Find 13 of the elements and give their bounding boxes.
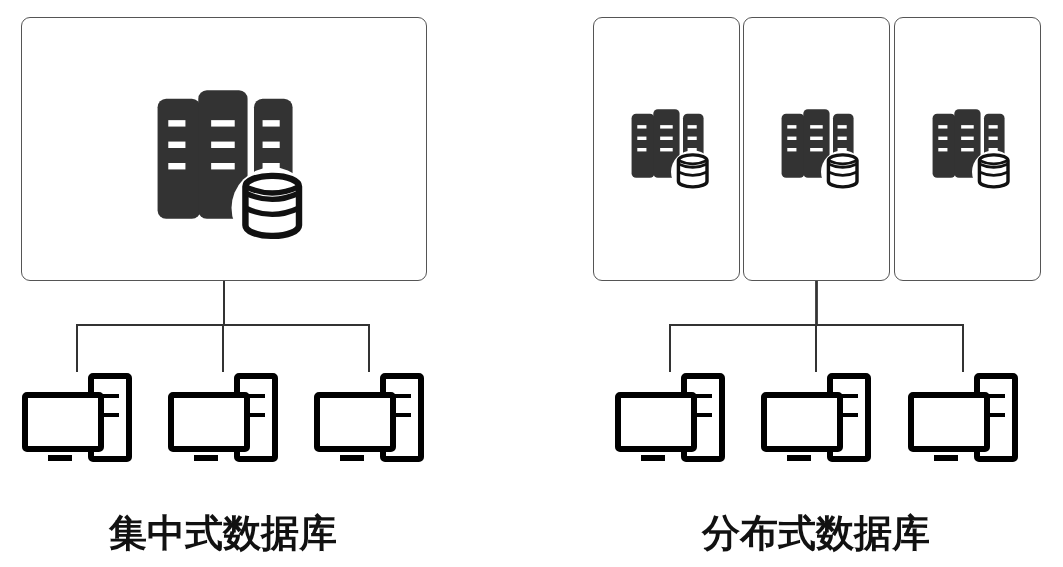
computer-icon [167,372,279,462]
computer-icon [21,372,133,462]
server-panel [743,17,890,281]
computer-icon [614,372,726,462]
server-panel [593,17,740,281]
caption: 集中式数据库 [109,510,337,557]
computer-icon [907,372,1019,462]
connector-line [815,280,964,373]
server-panel [894,17,1041,281]
server-panel [21,17,427,281]
computer-icon [760,372,872,462]
computer-icon [313,372,425,462]
caption: 分布式数据库 [702,510,930,557]
